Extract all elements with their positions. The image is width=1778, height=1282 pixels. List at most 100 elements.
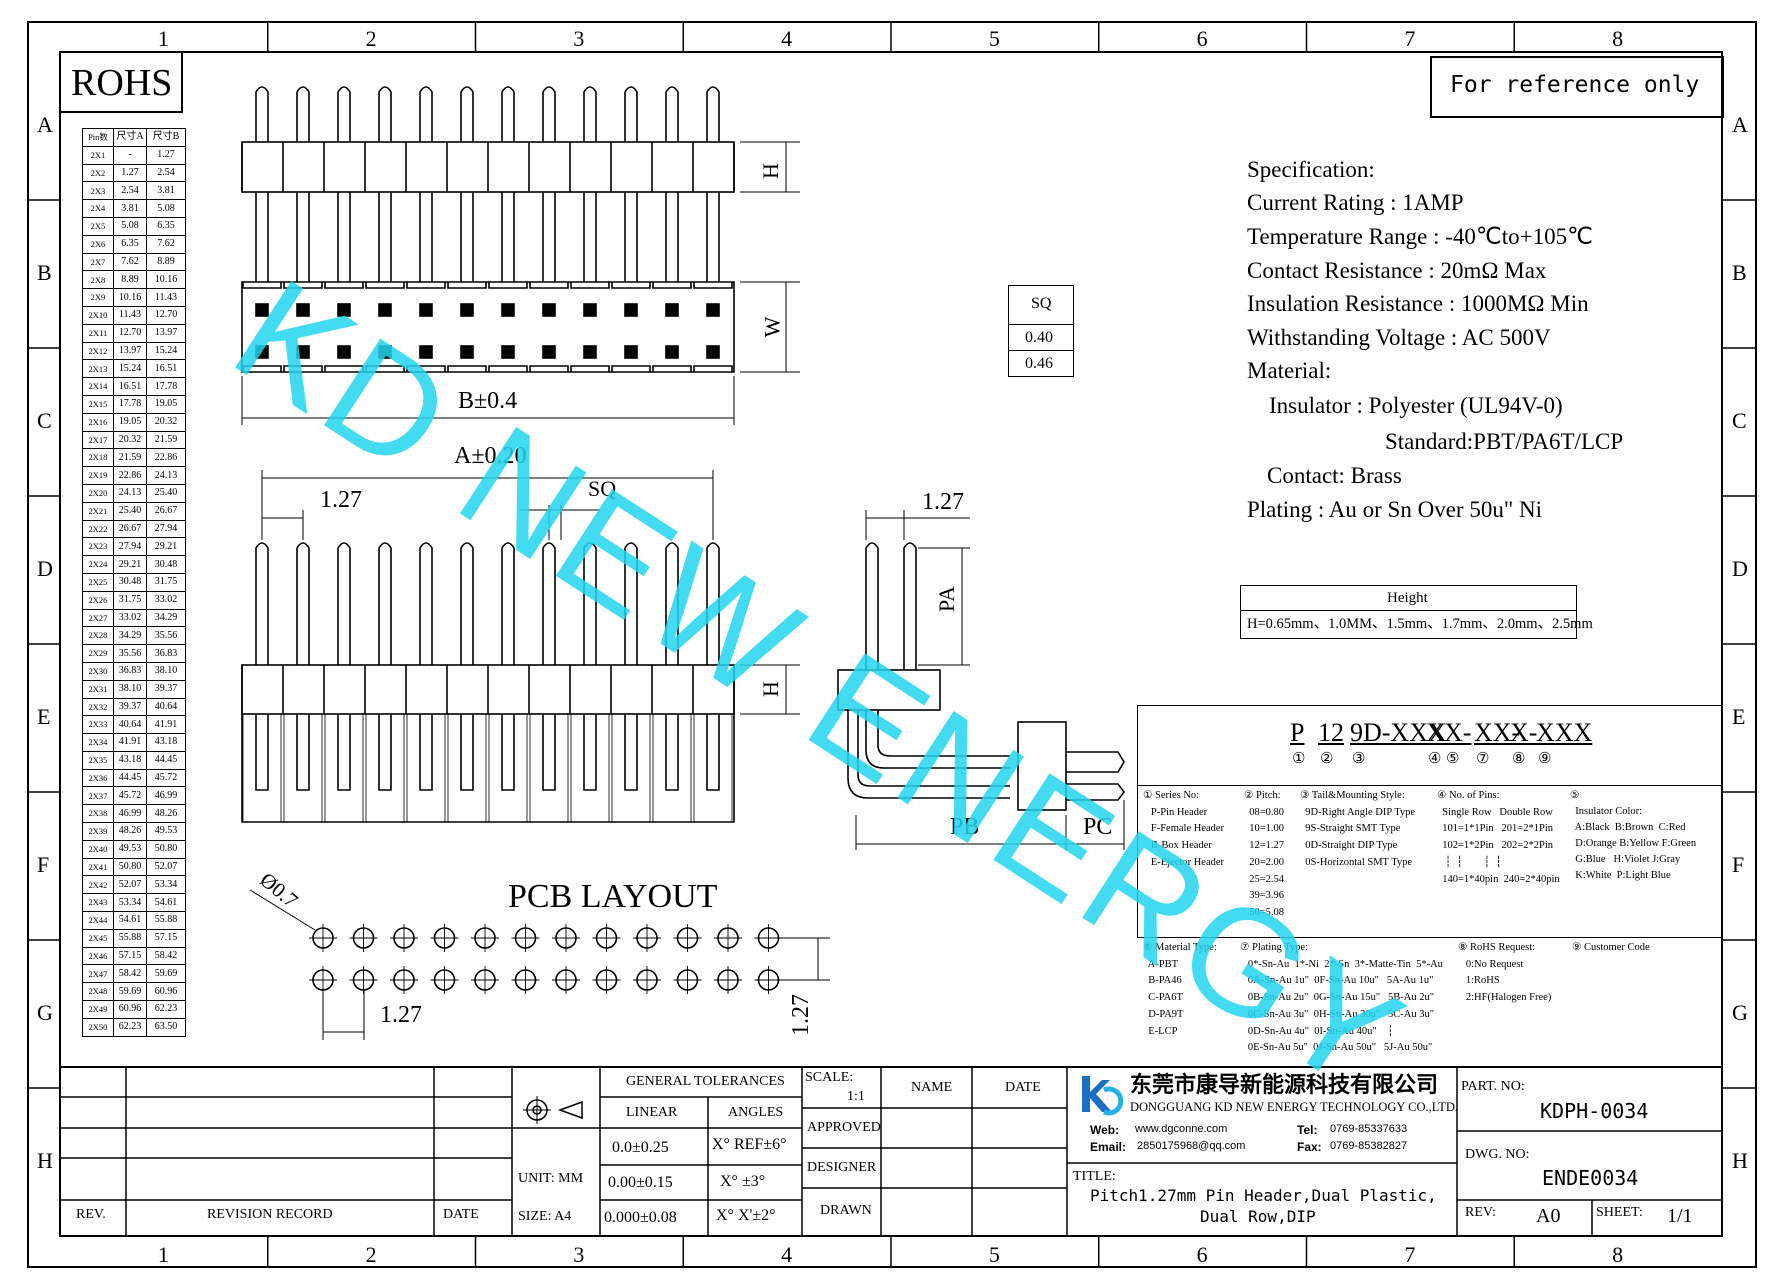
pin-square-row1 <box>583 303 597 317</box>
pcb-layout-title: PCB LAYOUT <box>508 878 718 915</box>
tb-tel-label: Tel: <box>1297 1123 1318 1137</box>
front-lower-cell <box>324 714 364 822</box>
tb-title-label: TITLE: <box>1073 1169 1116 1184</box>
grid-row-label: B <box>1732 260 1747 285</box>
tb-sheet-label: SHEET: <box>1596 1205 1643 1220</box>
grid-column-label: 4 <box>781 1242 793 1267</box>
plan-notch-top <box>488 282 528 289</box>
pin-front-lower <box>419 714 433 791</box>
part-code-segment: P <box>1290 718 1305 747</box>
reference-box: For reference only <box>1430 56 1724 118</box>
plan-notch-bottom <box>529 365 569 372</box>
pin-table-cell: 45.72 <box>146 768 186 788</box>
pin-front-lower <box>583 714 597 791</box>
spec-current: Current Rating : 1AMP <box>1247 190 1464 215</box>
grid-column-label: 2 <box>365 1242 377 1267</box>
pin-top-upper <box>296 86 310 142</box>
spec-insulator: Insulator : Polyester (UL94V-0) <box>1269 393 1563 418</box>
dimension-lines <box>241 141 1125 1040</box>
front-lower-cell <box>365 714 405 822</box>
tb-tol-linear-2: 0.00±0.15 <box>608 1174 673 1191</box>
tb-linear: LINEAR <box>626 1105 678 1120</box>
tb-rev-label: REV. <box>76 1207 106 1222</box>
front-bottom-outline <box>241 714 735 823</box>
plan-notch-top <box>324 282 364 289</box>
height-box: Height H=0.65mm、1.0MM、1.5mm、1.7mm、2.0mm、… <box>1240 585 1593 639</box>
pin-square-row1 <box>706 303 720 317</box>
pin-square-row2 <box>419 345 433 359</box>
pin-table-cell: 34.29 <box>146 608 186 628</box>
plan-notch-top <box>652 282 692 289</box>
tb-part-no-label: PART. NO: <box>1461 1079 1525 1094</box>
pin-table-cell: 33.02 <box>146 590 186 610</box>
grid-row-label: C <box>1732 408 1747 433</box>
legend-series: ① Series No: P-Pin Header F-Female Heade… <box>1143 790 1225 868</box>
front-lower-cell <box>283 714 323 822</box>
pin-top-upper <box>460 86 474 142</box>
table-row: 2X1-1.27 <box>82 145 186 165</box>
side-body <box>837 669 941 711</box>
side-housing <box>1017 721 1067 811</box>
grid-row-label: G <box>1732 1000 1748 1025</box>
part-code-segment: 12 <box>1318 718 1344 747</box>
pin-square-row1 <box>255 303 269 317</box>
pin-table-cell: 49.53 <box>146 822 186 841</box>
part-code-marker: ⑨ <box>1538 751 1552 767</box>
pin-square-row1 <box>665 303 679 317</box>
pin-front-upper <box>296 542 310 665</box>
front-lower-cell <box>693 714 733 822</box>
tb-web-label: Web: <box>1090 1123 1120 1137</box>
tb-scale-label: SCALE: <box>805 1070 854 1085</box>
side-bent-pin-inner <box>865 710 1010 769</box>
grid-column-label: 3 <box>573 26 585 51</box>
grid-column-label: 7 <box>1404 26 1416 51</box>
tb-email: 2850175968@qq.com <box>1137 1140 1246 1152</box>
plan-notch-bottom <box>693 365 733 372</box>
tb-title-line2: Dual Row,DIP <box>1200 1207 1316 1226</box>
tb-tel: 0769-85337633 <box>1330 1123 1408 1135</box>
tb-rev-value: A0 <box>1536 1205 1561 1227</box>
plan-notch-bottom <box>406 365 446 372</box>
tb-revision-record: REVISION RECORD <box>207 1207 333 1222</box>
legend-pins: ④ No. of Pins: Single Row Double Row 101… <box>1437 790 1560 885</box>
legend-rohs: ⑧ RoHS Request: 0:No Request 1:RoHS 2:HF… <box>1458 942 1552 1004</box>
tb-date-label: DATE <box>443 1207 479 1222</box>
front-lower-cell <box>406 714 446 822</box>
pin-front-lower <box>706 714 720 791</box>
pin-square-row2 <box>624 345 638 359</box>
pin-square-row2 <box>378 345 392 359</box>
side-pin-2 <box>903 542 917 670</box>
part-code-segment: XXX <box>1536 718 1593 747</box>
grid-row-label: H <box>37 1148 53 1173</box>
legend-pitch: ② Pitch: 08=0.80 10=1.00 12=1.27 20=2.00… <box>1244 790 1285 918</box>
pin-top-upper <box>255 86 269 142</box>
tb-tol-linear-3: 0.000±0.08 <box>604 1209 677 1226</box>
pin-front-lower <box>460 714 474 791</box>
plan-notch-bottom <box>652 365 692 372</box>
pin-front-upper <box>378 542 392 665</box>
pin-front-lower <box>624 714 638 791</box>
spec-temperature: Temperature Range : -40℃to+105℃ <box>1247 224 1593 249</box>
pin-top-upper <box>419 86 433 142</box>
tb-title-line1: Pitch1.27mm Pin Header,Dual Plastic, <box>1090 1186 1437 1205</box>
front-lower-cell <box>242 714 282 822</box>
pin-square-row2 <box>706 345 720 359</box>
plan-notch-bottom <box>365 365 405 372</box>
pin-front-lower <box>501 714 515 791</box>
dim-a: A±0.20 <box>454 443 527 469</box>
tb-dwg-no: ENDE0034 <box>1542 1166 1639 1190</box>
part-code-segment: 9D-XXX <box>1350 718 1447 747</box>
grid-column-label: 5 <box>988 1242 1000 1267</box>
grid-column-label: 8 <box>1612 26 1624 51</box>
